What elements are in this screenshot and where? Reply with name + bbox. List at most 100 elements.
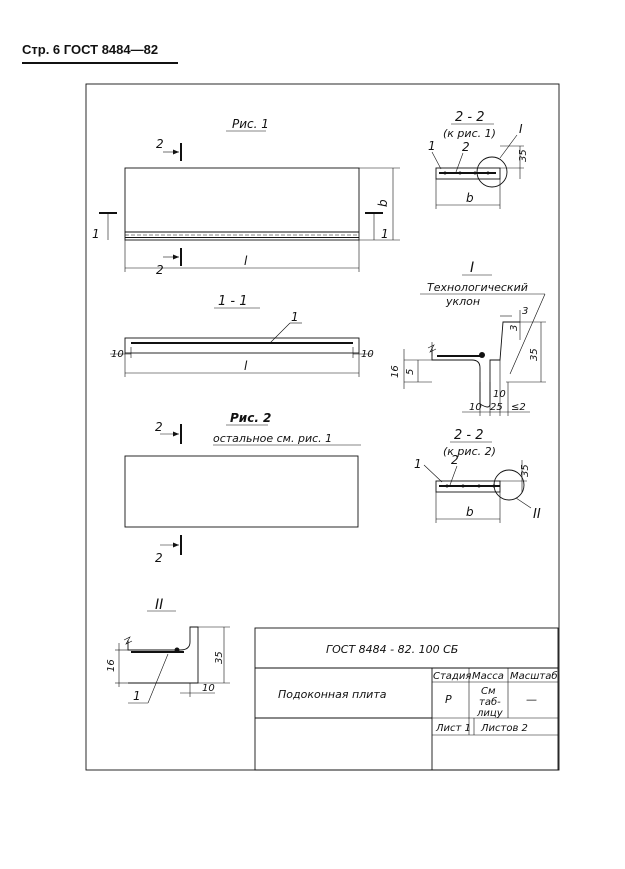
section-2-2-fig1: 2 - 2 (к рис. 1) 1 2 I 35 b [428, 110, 529, 209]
detail-II-callout: 1 [133, 689, 141, 703]
section-2-2-a-callout-2: 2 [462, 140, 470, 154]
detail-II-title: II [155, 597, 163, 613]
section-1-1: 1 - 1 1 10 10 l [110, 294, 374, 377]
section-2-2-a-callout-1: 1 [428, 139, 436, 153]
section-2-2-b-leader-2 [449, 465, 458, 486]
section-2-2-b-leader-1 [423, 464, 443, 483]
detail-II-leader [147, 653, 169, 704]
figure-2-subtitle: остальное см. рис. 1 [213, 432, 332, 445]
section-1-1-dim-left: 10 [111, 349, 124, 360]
detail-I-dim-10a: 10 [493, 389, 506, 400]
section-2-2-b-bar [477, 484, 481, 488]
detail-I-title: I [470, 260, 474, 276]
title-block-sheets: Листов 2 [480, 723, 528, 734]
figure-1: Рис. 1 2 2 1 1 b l [92, 117, 400, 277]
detail-I-dim-35: 35 [529, 348, 540, 361]
section-2-2-b-node-label: II [533, 507, 541, 522]
figure-1-panel [124, 167, 360, 241]
title-block-stage-value: Р [445, 693, 452, 706]
section-2-2-b-dim-b: b [466, 505, 474, 519]
figure-2-section-label-top: 2 [155, 420, 163, 434]
section-2-label-top: 2 [156, 137, 164, 151]
detail-I-profile [431, 321, 520, 408]
section-2-2-b-node-leader [515, 497, 532, 509]
section-2-2-b-node-circle [493, 469, 525, 501]
section-2-2-a-bar [486, 171, 490, 175]
figure-2: Рис. 2 остальное см. рис. 1 2 2 [124, 411, 361, 565]
title-block-mass-line-1: См [481, 686, 496, 697]
detail-I-dim-16: 16 [390, 365, 401, 378]
detail-II: II 16 35 10 1 [106, 597, 230, 704]
section-1-1-callout: 1 [291, 310, 299, 324]
title-block-sheet: Лист 1 [435, 723, 471, 734]
title-block-mass-line-3: лицу [476, 708, 504, 719]
section-2-arrowhead-top [173, 149, 179, 155]
section-2-2-a-bar [458, 171, 462, 175]
detail-I-dim-5: 5 [405, 369, 416, 375]
detail-I-note-line-1: Технологический [427, 281, 528, 294]
detail-II-bar-end [174, 647, 180, 653]
detail-II-dim-16: 16 [106, 659, 117, 672]
page-header: Стр. 6 ГОСТ 8484—82 [22, 42, 159, 57]
section-2-2-b-bar [461, 484, 465, 488]
section-1-1-title: 1 - 1 [218, 294, 248, 309]
section-2-2-a-dim-b: b [466, 191, 474, 205]
section-1-label-left: 1 [92, 227, 100, 241]
detail-I: I Технологический уклон 16 5 35 3 3 10 [390, 260, 546, 416]
detail-I-dim-2: ≤2 [511, 402, 526, 413]
section-2-2-a-panel [435, 167, 501, 180]
section-2-2-a-title: 2 - 2 [455, 110, 485, 125]
detail-II-break-symbol [123, 636, 133, 645]
section-2-2-b-bar [445, 484, 449, 488]
section-1-label-right: 1 [381, 227, 389, 241]
detail-I-dim-25: 25 [490, 402, 503, 413]
section-2-2-b-title: 2 - 2 [454, 428, 484, 443]
section-2-2-a-bar [443, 171, 447, 175]
figure-2-section-arrowhead-bottom [173, 542, 179, 548]
detail-II-dim-35: 35 [214, 651, 225, 664]
section-2-2-a-node-label: I [519, 122, 523, 136]
section-1-1-leader [269, 322, 291, 344]
title-block-scale-value: — [526, 693, 537, 706]
figure-2-title: Рис. 2 [230, 411, 271, 425]
section-2-2-a-bar [473, 171, 477, 175]
figure-2-panel [124, 455, 359, 528]
detail-I-dim-3a: 3 [522, 306, 528, 317]
dim-b-label: b [376, 199, 390, 207]
title-block-col-stage: Стадия [433, 671, 471, 682]
detail-II-dim-10: 10 [202, 683, 215, 694]
dim-l-label: l [244, 254, 248, 268]
section-2-2-a-node-circle [476, 156, 508, 188]
figure-2-section-arrowhead-top [173, 431, 179, 437]
section-2-2-b-dim-35: 35 [520, 464, 531, 477]
section-2-arrowhead-bottom [173, 254, 179, 260]
title-block-name: Подоконная плита [278, 688, 387, 701]
title-block-doc-code: ГОСТ 8484 - 82. 100 СБ [326, 643, 458, 656]
section-2-2-b-ref: (к рис. 2) [443, 445, 496, 458]
header-underline [22, 62, 178, 64]
section-1-1-dim-l: l [244, 359, 248, 373]
title-block-col-scale: Масштаб [510, 670, 558, 682]
section-2-2-a-leader-1 [431, 151, 442, 170]
detail-I-dim-10b: 10 [469, 402, 482, 413]
section-2-2-a-node-leader [499, 134, 518, 159]
detail-I-note-leader [509, 293, 546, 375]
title-block: ГОСТ 8484 - 82. 100 СБ Подоконная плита … [254, 627, 559, 771]
section-2-2-a-dim-35: 35 [518, 149, 529, 162]
figure-1-title: Рис. 1 [232, 117, 269, 131]
title-block-mass-line-2: таб- [479, 696, 501, 708]
detail-I-note-line-2: уклон [445, 295, 480, 308]
section-1-1-dim-right: 10 [361, 349, 374, 360]
section-2-2-fig2: 2 - 2 (к рис. 2) 1 2 II 35 b [414, 428, 541, 523]
section-1-1-panel [124, 337, 360, 354]
section-2-2-a-leader-2 [455, 152, 464, 173]
title-block-col-mass: Масса [472, 671, 504, 682]
detail-I-break-symbol [427, 344, 437, 353]
detail-I-dim-3b: 3 [509, 325, 520, 331]
section-2-2-a-ref: (к рис. 1) [443, 127, 496, 140]
detail-I-bar-end [479, 352, 485, 358]
title-block-frame [254, 627, 559, 771]
section-2-label-bottom: 2 [156, 263, 164, 277]
section-2-2-b-callout-2: 2 [451, 453, 459, 467]
